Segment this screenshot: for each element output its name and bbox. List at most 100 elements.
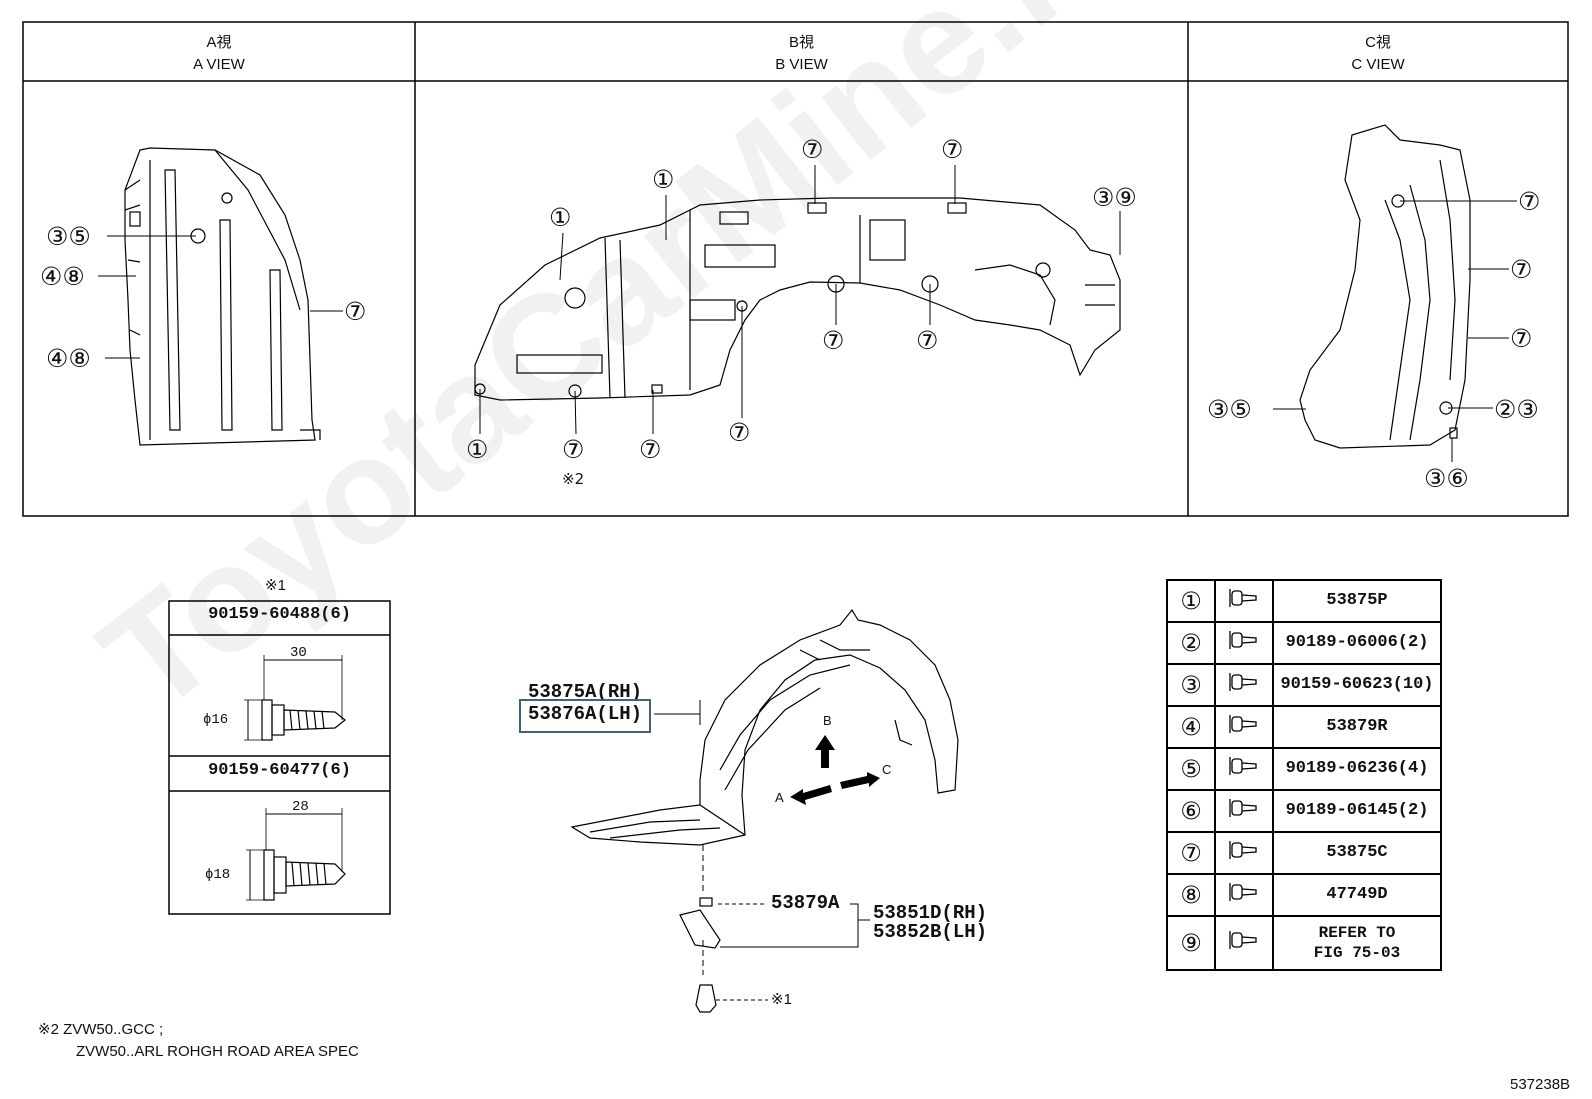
callout-b-1-left: ① bbox=[549, 203, 572, 232]
fender-arrows bbox=[790, 735, 880, 805]
legend-number: ① bbox=[1180, 587, 1202, 615]
legend-number: ⑦ bbox=[1180, 839, 1202, 867]
bolt-box-frame bbox=[168, 600, 391, 915]
legend-part-number: 90159-60623(10) bbox=[1272, 663, 1442, 707]
legend-number: ④ bbox=[1180, 713, 1202, 741]
legend-part-number: 90189-06006(2) bbox=[1272, 621, 1442, 665]
legend-number-cell: ① bbox=[1166, 579, 1216, 623]
label-bracket-lh: 53852B(LH) bbox=[873, 921, 988, 943]
callout-a-7: ⑦ bbox=[344, 297, 367, 326]
a-view-title: A視 A VIEW bbox=[23, 32, 415, 76]
legend-number: ② bbox=[1180, 629, 1202, 657]
legend-number: ⑧ bbox=[1180, 881, 1202, 909]
b-view-title-en: B VIEW bbox=[775, 56, 828, 73]
bolt-2-diameter: ϕ18 bbox=[205, 867, 231, 883]
label-bolt-ref: ※1 bbox=[771, 991, 792, 1008]
bolt-1-part: 90159-60488(6) bbox=[208, 605, 351, 624]
bracket-drawing bbox=[679, 897, 721, 1013]
c-view-title-en: C VIEW bbox=[1351, 56, 1405, 73]
highlight-box bbox=[519, 699, 651, 733]
push-clip-icon bbox=[1214, 831, 1274, 875]
bolt-1-length: 30 bbox=[290, 645, 307, 661]
legend-number-cell: ⑦ bbox=[1166, 831, 1216, 875]
bolt-1-diameter: ϕ16 bbox=[203, 712, 229, 728]
c-view-title: C視 C VIEW bbox=[1188, 32, 1568, 76]
legend-part-number: 90189-06145(2) bbox=[1272, 789, 1442, 833]
label-fender-rh: 53875A(RH) bbox=[528, 681, 643, 703]
callout-a-48-upper: ④⑧ bbox=[40, 262, 85, 291]
arrow-a-label: A bbox=[775, 790, 784, 805]
footnote-line-1: ZVW50..GCC ; bbox=[63, 1021, 164, 1038]
arrow-c-label: C bbox=[882, 762, 892, 777]
nut-icon bbox=[1214, 915, 1274, 971]
a-view-drawing bbox=[124, 147, 321, 446]
legend-number: ③ bbox=[1180, 671, 1202, 699]
callout-c-7-lower: ⑦ bbox=[1510, 324, 1533, 353]
a-view-title-jp: A視 bbox=[206, 34, 232, 51]
legend-row: ① 53875P bbox=[1166, 579, 1442, 623]
legend-row: ② 90189-06006(2) bbox=[1166, 621, 1442, 665]
bolt-2-drawing bbox=[246, 808, 346, 901]
label-fender-lh: 53876A(LH) bbox=[528, 703, 643, 725]
c-view-leaders bbox=[1273, 200, 1517, 462]
callout-b-7-bottom-3: ⑦ bbox=[728, 418, 751, 447]
grommet-icon bbox=[1214, 621, 1274, 665]
b-view-title: B視 B VIEW bbox=[415, 32, 1188, 76]
legend-part-number: 53875C bbox=[1272, 831, 1442, 875]
legend-number: ⑨ bbox=[1180, 929, 1202, 957]
legend-number-cell: ③ bbox=[1166, 663, 1216, 707]
c-view-drawing bbox=[1299, 124, 1471, 449]
callout-c-7-mid: ⑦ bbox=[1510, 255, 1533, 284]
bolt-2-part: 90159-60477(6) bbox=[208, 761, 351, 780]
views-frame bbox=[22, 21, 1569, 517]
legend-row: ⑦ 53875C bbox=[1166, 831, 1442, 875]
b-view-drawing bbox=[474, 197, 1121, 401]
callout-b-39: ③⑨ bbox=[1092, 183, 1137, 212]
callout-b-7-top-left: ⑦ bbox=[801, 135, 824, 164]
screw-icon bbox=[1214, 663, 1274, 707]
grommet-icon bbox=[1214, 789, 1274, 833]
legend-number-cell: ⑤ bbox=[1166, 747, 1216, 791]
legend-row: ⑧ 47749D bbox=[1166, 873, 1442, 917]
legend-number-cell: ⑧ bbox=[1166, 873, 1216, 917]
legend-part-number: 53875P bbox=[1272, 579, 1442, 623]
legend-row: ④ 53879R bbox=[1166, 705, 1442, 749]
legend-row: ⑥ 90189-06145(2) bbox=[1166, 789, 1442, 833]
callout-b-1-top: ① bbox=[652, 165, 675, 194]
grommet-icon bbox=[1214, 747, 1274, 791]
callout-c-7-top: ⑦ bbox=[1518, 187, 1541, 216]
bolt-1-drawing bbox=[244, 655, 346, 741]
legend-part-number: 47749D bbox=[1272, 873, 1442, 917]
callout-a-48-lower: ④⑧ bbox=[46, 344, 91, 373]
clip-icon bbox=[1214, 579, 1274, 623]
legend-number: ⑥ bbox=[1180, 797, 1202, 825]
fastener-legend-table: ① 53875P ② 90189-06006(2) ③ 90159-60623(10) ④ 5… bbox=[1166, 579, 1442, 971]
footnote-mark: ※2 bbox=[38, 1021, 59, 1038]
clip-icon bbox=[1214, 873, 1274, 917]
callout-c-36: ③⑥ bbox=[1424, 464, 1469, 493]
legend-number-cell: ⑥ bbox=[1166, 789, 1216, 833]
b-view-title-jp: B視 bbox=[788, 34, 814, 51]
b-view-leaders bbox=[479, 165, 1121, 435]
legend-row: ⑨ REFER TO FIG 75-03 bbox=[1166, 915, 1442, 971]
callout-b-note-2: ※2 bbox=[562, 470, 585, 488]
callout-b-7-bottom-2: ⑦ bbox=[639, 435, 662, 464]
legend-part-number: REFER TO FIG 75-03 bbox=[1272, 915, 1442, 971]
legend-part-number: 53879R bbox=[1272, 705, 1442, 749]
arrow-b-label: B bbox=[823, 713, 832, 728]
legend-number-cell: ④ bbox=[1166, 705, 1216, 749]
callout-c-35: ③⑤ bbox=[1207, 395, 1252, 424]
fender-liner-drawing bbox=[570, 608, 959, 846]
retainer-icon bbox=[1214, 705, 1274, 749]
bolt-2-length: 28 bbox=[292, 799, 309, 815]
c-view-title-jp: C視 bbox=[1365, 34, 1391, 51]
label-clip: 53879A bbox=[771, 892, 840, 914]
figure-id: 537238B bbox=[1510, 1076, 1571, 1093]
footnote-line-2: ZVW50..ARL ROHGH ROAD AREA SPEC bbox=[76, 1043, 359, 1060]
callout-b-7-bottom-1: ⑦ bbox=[562, 435, 585, 464]
legend-row: ③ 90159-60623(10) bbox=[1166, 663, 1442, 707]
callout-b-7-mid-left: ⑦ bbox=[822, 326, 845, 355]
fender-leaders bbox=[654, 700, 870, 1001]
